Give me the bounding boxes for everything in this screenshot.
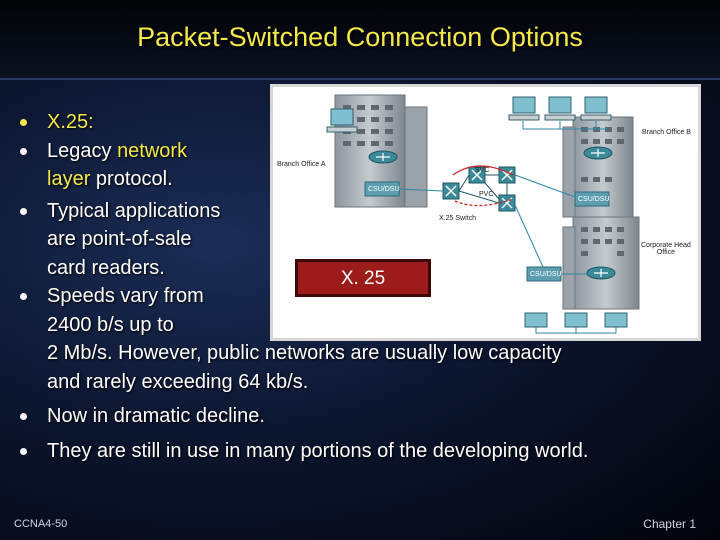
- x25-caption-box: X. 25: [295, 259, 431, 297]
- bullet-legacy: Legacy network layer protocol.: [20, 137, 710, 194]
- link-a-to-switch: [398, 188, 444, 192]
- bullet-list: X.25: Legacy network layer protocol. Typ…: [20, 108, 710, 465]
- branch-b-lan-lines: [522, 121, 608, 130]
- label-branch-b: Branch Office B: [642, 129, 691, 136]
- bullet-developing-world: They are still in use in many portions o…: [20, 437, 710, 466]
- bullet-text: They are still in use in many portions o…: [47, 439, 589, 462]
- bullet-x25: X.25:: [20, 108, 710, 137]
- hq-pcs-icon: [524, 312, 628, 328]
- x25-network-diagram: Branch Office A Branch Office B Corporat…: [270, 84, 701, 341]
- link-switch-to-b: [514, 174, 576, 198]
- svc-path: [452, 165, 514, 176]
- label-svc: SVC: [475, 167, 490, 174]
- bullet-line: Typical applications: [47, 199, 221, 222]
- label-x25-switch: X.25 Switch: [439, 215, 476, 222]
- bullet-line: 2 Mb/s. However, public networks are usu…: [47, 342, 562, 364]
- bullet-text: Now in dramatic decline.: [47, 405, 265, 427]
- bullet-dot: [20, 207, 27, 215]
- x25-caption: X. 25: [340, 268, 386, 289]
- bullet-line: are point-of-sale: [47, 228, 192, 250]
- branch-a-pc-icon: [326, 108, 358, 133]
- label-csu-b: CSU/DSU: [578, 196, 610, 203]
- csu-dsu-b-icon: [574, 191, 610, 207]
- bullet-dot: [20, 119, 27, 126]
- bullet-line: and rarely exceeding 64 kb/s.: [47, 370, 309, 393]
- bullet-dot: [20, 147, 27, 155]
- link-switch-to-hq: [514, 204, 544, 268]
- bullet-line: 2400 b/s up to: [47, 313, 174, 336]
- title-band: Packet-Switched Connection Options: [0, 0, 720, 80]
- highlight-layer: layer: [47, 168, 91, 190]
- label-hq-line2: Office: [656, 249, 675, 256]
- router-hq-icon: [586, 266, 616, 280]
- label-csu-hq: CSU/DSU: [530, 271, 562, 278]
- bullet-text: X.25:: [47, 111, 94, 133]
- label-hq: Corporate Head Office: [641, 242, 691, 256]
- pvc-path: [454, 198, 514, 207]
- network-diagram-graphic: [326, 94, 640, 334]
- footer-course-code: CCNA4-50: [14, 518, 68, 530]
- label-csu-a: CSU/DSU: [368, 186, 400, 193]
- branch-b-pcs-icon: [508, 96, 612, 121]
- router-a-icon: [368, 150, 398, 164]
- highlight-network: network: [117, 139, 188, 162]
- bullet-applications: Typical applications are point-of-sale c…: [20, 197, 710, 283]
- switch-links: [458, 174, 508, 204]
- bullet-dot: [20, 447, 27, 455]
- bullet-dot: [20, 293, 27, 300]
- bullet-text: Legacy: [47, 139, 118, 162]
- bullet-dot: [20, 413, 27, 420]
- label-branch-a: Branch Office A: [277, 161, 326, 168]
- router-b-icon: [583, 146, 613, 160]
- label-pvc: PVC: [479, 191, 494, 198]
- bullet-decline: Now in dramatic decline.: [20, 402, 710, 431]
- hq-lan-lines: [535, 327, 617, 334]
- bullet-speeds: Speeds vary from 2400 b/s up to 2 Mb/s. …: [20, 282, 710, 396]
- bullet-line: Speeds vary from: [47, 285, 204, 307]
- hq-building-icon: [562, 216, 640, 310]
- slide-title: Packet-Switched Connection Options: [137, 22, 583, 52]
- bullet-text: protocol.: [90, 168, 173, 190]
- footer-chapter: Chapter 1: [643, 517, 696, 531]
- bullet-line: card readers.: [47, 256, 165, 279]
- label-hq-line1: Corporate Head: [641, 242, 691, 249]
